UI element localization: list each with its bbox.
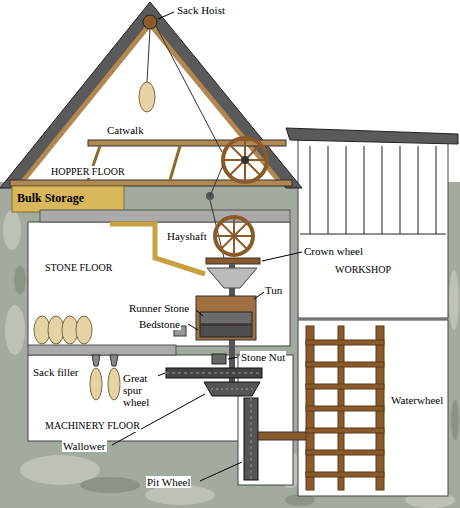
hopper-floor-slab xyxy=(40,210,290,222)
storage-label: Bulk Storage xyxy=(16,192,85,204)
great-spur-wheel xyxy=(166,368,262,378)
leader-lines xyxy=(112,12,302,481)
bulk-storage xyxy=(12,186,124,212)
stone-floor-slab xyxy=(28,345,176,355)
loft xyxy=(14,20,288,186)
sack-hoist xyxy=(139,15,267,258)
part-label: Waterwheel xyxy=(390,394,444,406)
stone-nut xyxy=(212,354,226,364)
part-label: Sack filler xyxy=(32,366,80,378)
grain-hopper xyxy=(207,268,257,288)
waterwheel xyxy=(306,326,384,490)
part-label: Sack Hoist xyxy=(176,4,226,16)
wallower xyxy=(204,382,260,396)
part-label: Catwalk xyxy=(106,124,145,136)
floor-label: WORKSHOP xyxy=(334,264,392,276)
part-label: Stone Nut xyxy=(240,351,286,363)
part-label: Hayshaft xyxy=(166,230,208,242)
roof xyxy=(0,2,302,188)
part-label: Great spur wheel xyxy=(122,372,158,408)
floor-label: STONE FLOOR xyxy=(44,262,113,274)
floor-label: HOPPER FLOOR xyxy=(50,166,126,178)
part-label: Tun xyxy=(264,284,283,296)
floor-label: MACHINERY FLOOR xyxy=(44,420,141,432)
workshop-slats xyxy=(300,146,446,234)
runner-stone xyxy=(200,312,252,324)
pit-wheel xyxy=(244,398,310,480)
part-label: Crown wheel xyxy=(303,245,364,257)
tun xyxy=(196,296,256,340)
part-label: Wallower xyxy=(62,440,107,452)
part-label: Runner Stone xyxy=(128,302,190,314)
part-label: Bedstone xyxy=(138,318,181,330)
crown-wheel xyxy=(206,217,260,264)
workshop-roof xyxy=(286,128,458,144)
roof-rafter xyxy=(16,20,286,186)
grain-sacks xyxy=(34,316,92,344)
sack-filler xyxy=(90,355,120,400)
bedstone xyxy=(200,325,252,337)
part-label: Pit Wheel xyxy=(146,476,191,488)
